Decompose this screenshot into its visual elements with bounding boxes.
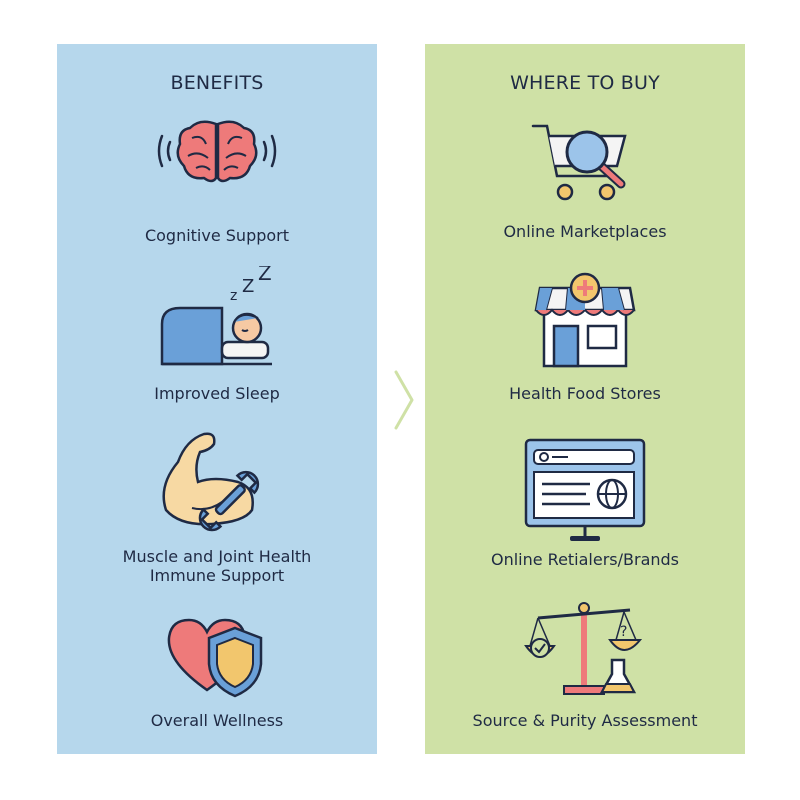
flexed-arm-wrench-icon: [57, 426, 377, 536]
web-browser-icon: [425, 436, 745, 546]
sleeping-person-icon: z Z Z: [57, 266, 377, 366]
cart-search-icon: [425, 120, 745, 210]
buy-label-source-purity: Source & Purity Assessment: [472, 711, 698, 730]
storefront-icon: [425, 270, 745, 370]
svg-text:?: ?: [620, 624, 627, 640]
benefits-panel: BENEFITS Cognitive Support z Z Z Improve: [57, 44, 377, 754]
svg-text:Z: Z: [258, 266, 272, 285]
heart-shield-icon: [57, 610, 377, 700]
brain-icon: [57, 116, 377, 186]
chevron-right-icon: [390, 368, 420, 436]
scale-flask-icon: ?: [425, 600, 745, 700]
buy-label-marketplaces: Online Marketplaces: [503, 222, 667, 241]
benefit-label-muscle: Muscle and Joint Health: [122, 547, 312, 566]
where-to-buy-panel: WHERE TO BUY Online Marketplaces Health …: [425, 44, 745, 754]
benefits-title: BENEFITS: [170, 72, 264, 94]
svg-text:z: z: [230, 288, 237, 304]
buy-label-online-retailers: Online Retialers/Brands: [490, 550, 680, 569]
buy-label-health-food: Health Food Stores: [509, 384, 661, 403]
benefit-label-sleep: Improved Sleep: [154, 384, 280, 403]
where-to-buy-title: WHERE TO BUY: [510, 72, 660, 94]
benefit-label-wellness: Overall Wellness: [150, 711, 284, 730]
benefit-label-cognitive: Cognitive Support: [144, 226, 290, 245]
svg-text:Z: Z: [242, 276, 254, 297]
benefit-label-immune: Immune Support: [149, 566, 285, 585]
